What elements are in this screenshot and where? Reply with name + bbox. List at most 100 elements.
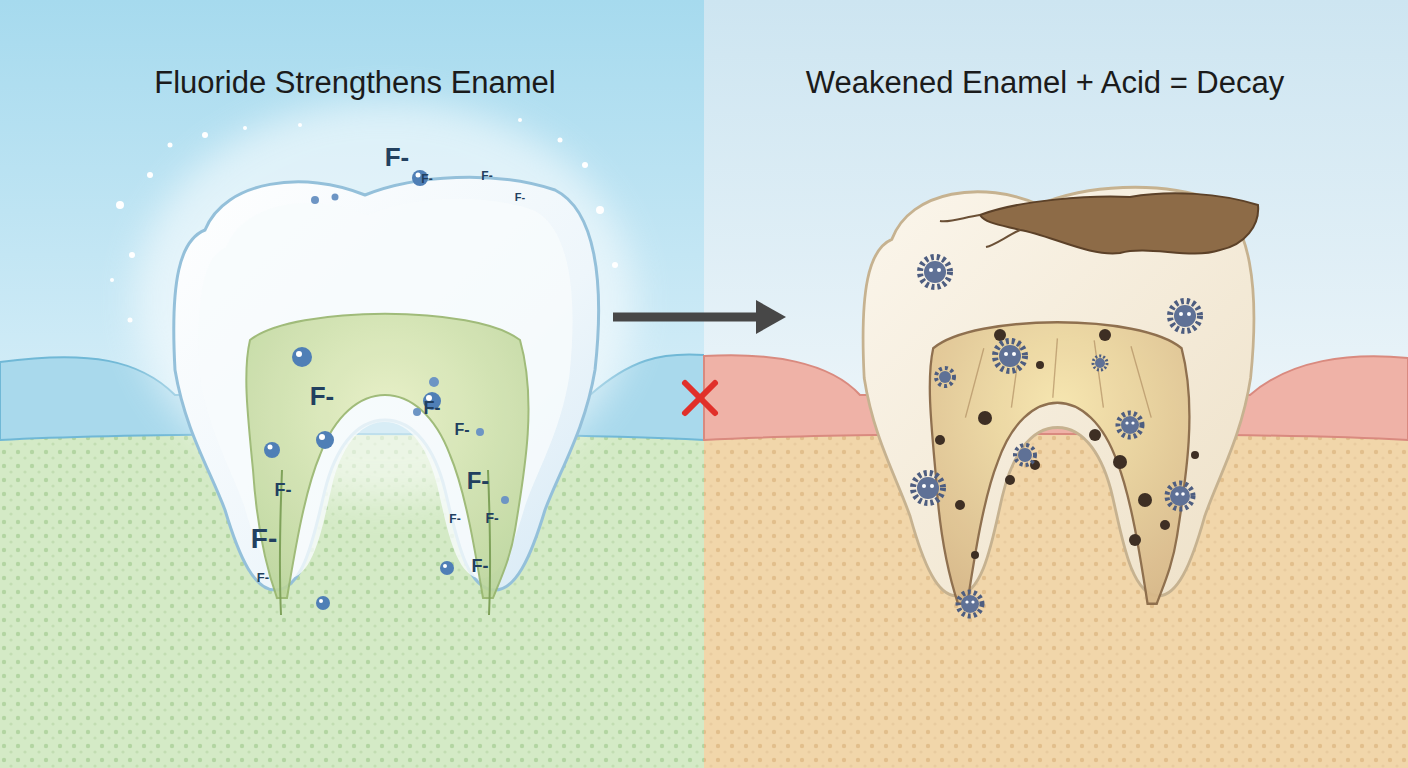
illustration-part — [476, 428, 484, 436]
right-bone — [704, 433, 1408, 768]
illustration-part — [264, 442, 280, 458]
illustration-part — [994, 329, 1006, 341]
illustration-part — [596, 206, 604, 214]
illustration-part — [1093, 356, 1107, 370]
illustration-part — [319, 434, 325, 440]
decayed-tooth-shape — [790, 175, 1270, 595]
illustration-part — [935, 435, 945, 445]
fluoride-ion-label: F- — [310, 383, 335, 409]
fluoride-ion-label: F- — [251, 525, 277, 553]
illustration-part — [1179, 312, 1183, 316]
illustration-part — [128, 318, 133, 323]
illustration-part — [1118, 413, 1142, 437]
illustration-part — [958, 592, 982, 616]
illustration-part — [1094, 340, 1103, 407]
illustration-part — [1012, 352, 1016, 356]
fluoride-ion-label: F- — [385, 144, 410, 170]
bacteria — [913, 257, 1200, 616]
illustration-part — [1170, 301, 1200, 331]
illustration-part — [1118, 413, 1142, 437]
right-bone-texture — [704, 433, 1408, 768]
illustration-part — [518, 118, 522, 122]
decay-spots — [935, 329, 1199, 559]
illustration-part — [268, 445, 273, 450]
enamel-cracks — [940, 215, 1020, 247]
process-arrow — [613, 300, 786, 334]
illustration-part — [920, 257, 950, 287]
illustration-part — [917, 477, 939, 499]
illustration-part — [292, 347, 312, 367]
arrow-head — [756, 300, 786, 334]
illustration-part — [202, 132, 208, 138]
fluoride-ion-label: F- — [424, 399, 441, 417]
illustration-part — [332, 194, 339, 201]
illustration-part — [1053, 338, 1058, 397]
illustration-part — [1036, 361, 1044, 369]
illustration-part — [986, 230, 1020, 247]
illustration-part — [929, 268, 933, 272]
illustration-part — [939, 371, 951, 383]
illustration-part — [1129, 534, 1141, 546]
illustration-part — [440, 561, 454, 575]
fluoride-ion-label: F- — [257, 571, 269, 584]
illustration-part — [1167, 483, 1193, 509]
fluoride-ion-label: F- — [472, 557, 489, 575]
fluoride-ion-label: F- — [275, 481, 292, 499]
decay-cavity — [980, 193, 1258, 253]
illustration-part — [612, 262, 618, 268]
illustration-part — [1005, 475, 1015, 485]
illustration-part — [922, 484, 926, 488]
fluoride-ions — [264, 170, 509, 610]
illustration-part — [995, 341, 1025, 371]
fluoride-ion-label: F- — [421, 173, 432, 185]
illustration-part — [1089, 429, 1101, 441]
illustration-part — [1160, 520, 1170, 530]
illustration-part — [913, 473, 943, 503]
illustration-part — [413, 408, 421, 416]
illustration-part — [1174, 305, 1196, 327]
illustration-part — [582, 162, 588, 168]
illustration-part — [1181, 492, 1185, 496]
illustration-part — [999, 345, 1021, 367]
fluoride-ion-label: F- — [449, 513, 460, 525]
fluoride-ion-label: F- — [481, 170, 492, 182]
illustration-part — [937, 268, 941, 272]
illustration-part — [1131, 421, 1134, 424]
illustration-part — [298, 123, 302, 127]
root-canals — [280, 470, 490, 615]
illustration-part — [971, 600, 974, 603]
fluoride-ion-label: F- — [485, 511, 498, 525]
right-panel-ground — [704, 0, 1408, 768]
illustration-part — [316, 431, 334, 449]
illustration-part — [1170, 301, 1200, 331]
illustration-part — [965, 348, 983, 417]
pulp-streaks — [965, 338, 1151, 417]
illustration-part — [1015, 445, 1035, 465]
illustration-part — [1121, 416, 1139, 434]
illustration-part — [1187, 312, 1191, 316]
illustration-part — [311, 196, 319, 204]
illustration-part — [129, 252, 135, 258]
illustration-part — [965, 600, 968, 603]
illustration-part — [1113, 455, 1127, 469]
illustration-part — [1191, 451, 1199, 459]
healthy-tooth: Fluoride Strengthens Enamel — [165, 170, 605, 595]
illustration-part — [243, 126, 247, 130]
illustration-part — [110, 278, 114, 282]
illustration-part — [1093, 356, 1107, 370]
illustration-part — [961, 595, 979, 613]
illustration-part — [971, 551, 979, 559]
illustration-part — [1125, 421, 1128, 424]
illustration-part — [1175, 492, 1179, 496]
illustration-part — [1131, 346, 1151, 417]
illustration-part — [429, 377, 439, 387]
panel-heading: Fluoride Strengthens Enamel — [5, 65, 705, 101]
pulp-chamber — [930, 322, 1190, 603]
decayed-tooth: Weakened Enamel + Acid = Decay — [790, 175, 1270, 595]
illustration-part — [147, 172, 153, 178]
illustration-part — [1099, 329, 1111, 341]
illustration-part — [955, 500, 965, 510]
illustration-part — [913, 473, 943, 503]
illustration-part — [296, 351, 302, 357]
illustration-part — [924, 261, 946, 283]
